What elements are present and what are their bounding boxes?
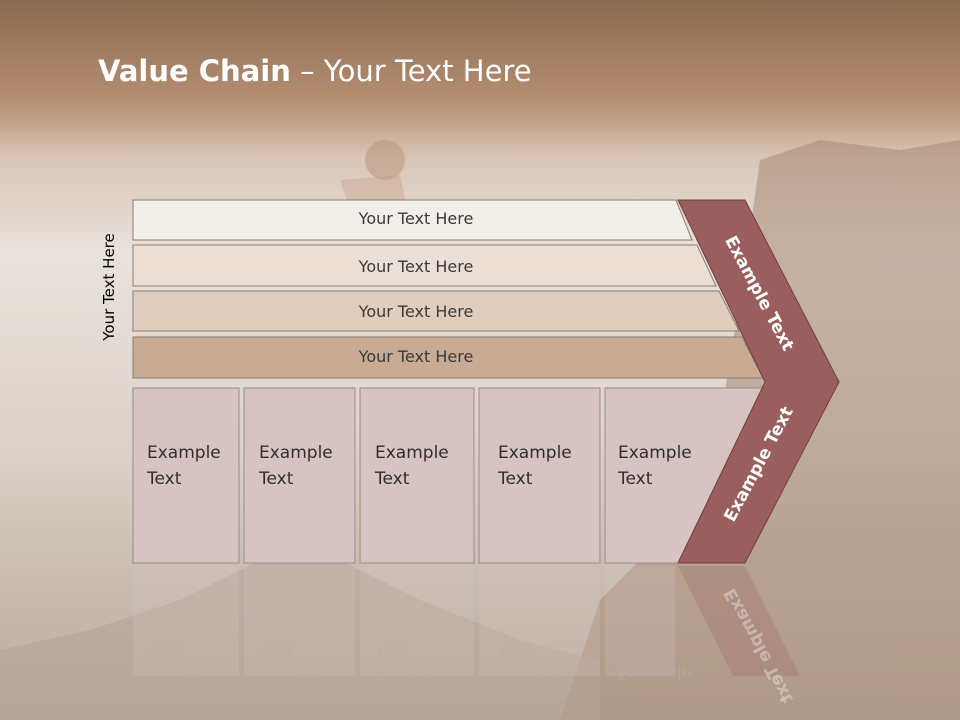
reflection [133, 566, 800, 676]
bar-label-2: Your Text Here [358, 257, 474, 276]
box-3 [359, 387, 475, 564]
box-label-2: Example Text [259, 443, 333, 489]
box-label-1: Example Text [147, 443, 221, 489]
box-label-3: Example Text [375, 443, 449, 489]
box-label-4: Example Text [498, 443, 572, 489]
title-rest: – Your Text Here [290, 54, 532, 88]
bar-label-1: Your Text Here [358, 209, 474, 228]
box-label-5: Example Text [618, 443, 692, 489]
bar-label-3: Your Text Here [358, 302, 474, 321]
box-reflection-1: Example Text [147, 638, 221, 682]
bar-2 [132, 244, 717, 287]
bar-label-4: Your Text Here [358, 347, 474, 366]
page-title: Value Chain – Your Text Here [98, 54, 532, 88]
bar-1 [132, 199, 693, 241]
chevron-arrow [677, 199, 840, 564]
title-bold: Value Chain [98, 54, 291, 88]
box-reflection-5: Example Text [618, 638, 692, 682]
box-1 [132, 387, 240, 564]
box-4 [478, 387, 601, 564]
box-reflection-3: Example Text [375, 638, 449, 682]
box-2 [243, 387, 356, 564]
box-reflection-2: Example Text [259, 638, 333, 682]
bar-3 [132, 290, 740, 332]
box-reflection-4: Example Text [498, 638, 572, 682]
